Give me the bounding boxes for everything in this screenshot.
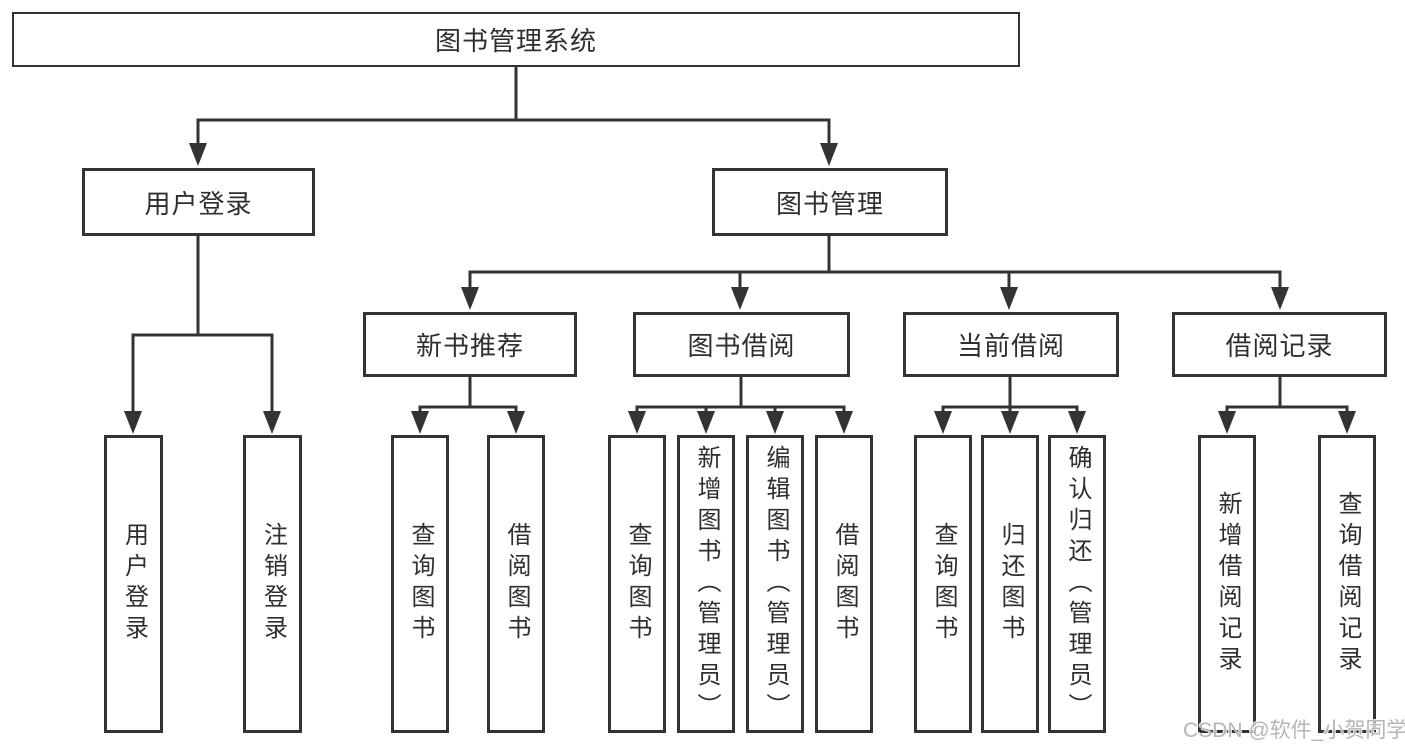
node-label: 编辑图书（管理员）: [762, 444, 789, 724]
node-label: 新增借阅记录: [1214, 491, 1241, 677]
leaf-confirm-return-admin: 确认归还（管理员）: [1048, 435, 1106, 733]
leaf-add-borrow-record: 新增借阅记录: [1198, 435, 1256, 733]
node-book-borrowing: 图书借阅: [633, 312, 850, 377]
node-label: 新书推荐: [415, 331, 524, 361]
node-label: 当前借阅: [956, 331, 1065, 361]
node-label: 图书借阅: [687, 331, 796, 361]
node-new-book-recommendation: 新书推荐: [363, 312, 577, 377]
node-current-borrowing: 当前借阅: [903, 312, 1119, 377]
node-label: 归还图书: [997, 522, 1024, 646]
node-label: 注销登录: [259, 522, 287, 646]
node-label: 查询借阅记录: [1334, 491, 1361, 677]
node-label: 图书管理系统: [434, 26, 597, 56]
node-borrowing-records: 借阅记录: [1172, 312, 1387, 377]
leaf-return-books: 归还图书: [981, 435, 1039, 733]
leaf-query-books-recommend: 查询图书: [391, 435, 449, 733]
leaf-borrow-books-recommend: 借阅图书: [487, 435, 545, 733]
node-label: 图书管理: [775, 188, 884, 219]
leaf-query-books-current: 查询图书: [914, 435, 972, 733]
node-label: 查询图书: [407, 522, 434, 646]
leaf-logout: 注销登录: [243, 435, 302, 733]
node-user-login-branch: 用户登录: [82, 168, 315, 236]
node-label: 借阅记录: [1225, 331, 1334, 361]
leaf-query-borrow-record: 查询借阅记录: [1318, 435, 1376, 733]
node-label: 用户登录: [120, 522, 148, 646]
node-label: 新增图书（管理员）: [693, 444, 720, 724]
leaf-edit-books-admin: 编辑图书（管理员）: [746, 435, 804, 733]
csdn-watermark: CSDN @软件_小贺同学: [1183, 719, 1405, 742]
leaf-query-books-borrowing: 查询图书: [608, 435, 666, 733]
node-label: 确认归还（管理员）: [1064, 444, 1091, 724]
node-label: 借阅图书: [831, 522, 858, 646]
node-label: 查询图书: [930, 522, 957, 646]
node-book-management-branch: 图书管理: [712, 168, 948, 236]
leaf-add-books-admin: 新增图书（管理员）: [677, 435, 735, 733]
node-library-management-system: 图书管理系统: [12, 12, 1020, 67]
node-label: 借阅图书: [503, 522, 530, 646]
node-label: 用户登录: [144, 188, 253, 219]
node-label: 查询图书: [624, 522, 651, 646]
leaf-borrow-books: 借阅图书: [815, 435, 873, 733]
leaf-user-login: 用户登录: [104, 435, 163, 733]
